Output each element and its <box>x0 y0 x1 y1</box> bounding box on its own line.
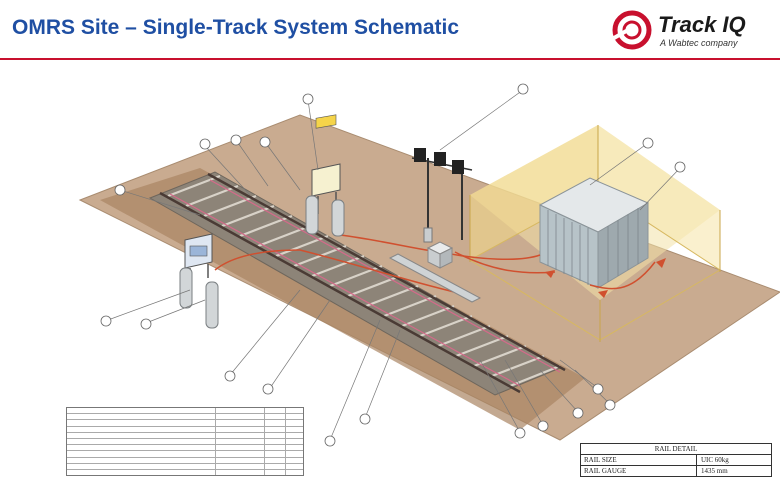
rail-left-sensor-strip <box>169 193 521 387</box>
legend-row <box>67 463 303 470</box>
legend-cell <box>216 438 265 445</box>
legend-cell <box>216 463 265 469</box>
legend-row <box>67 426 303 433</box>
logo-mark-icon <box>612 10 652 50</box>
rail-detail-row: RAIL GAUGE 1435 mm <box>581 466 771 476</box>
cable-trough <box>388 253 482 303</box>
legend-row <box>67 469 303 476</box>
gas-cylinders-right <box>305 195 345 237</box>
legend-cell <box>67 408 216 414</box>
legend-cell <box>265 469 286 476</box>
legend-cell <box>286 420 303 425</box>
warning-markers <box>545 258 666 298</box>
legend-row <box>67 420 303 427</box>
legend-cell <box>286 445 303 450</box>
legend-cell <box>67 451 216 457</box>
component-legend-table <box>66 407 304 477</box>
legend-cell <box>216 457 265 463</box>
rail-size-value: UIC 60kg <box>701 456 729 464</box>
legend-cell <box>67 469 216 476</box>
legend-cell <box>216 432 265 438</box>
junction-box <box>426 241 454 269</box>
site-schematic <box>78 83 780 447</box>
rail-gauge-value: 1435 mm <box>701 467 728 475</box>
rail-detail-table: RAIL DETAIL RAIL SIZE UIC 60kg RAIL GAUG… <box>580 443 772 477</box>
legend-cell <box>67 438 216 445</box>
legend-cell <box>265 445 286 451</box>
legend-cell <box>216 414 265 420</box>
legend-cell <box>265 457 286 463</box>
legend-cell <box>286 464 303 469</box>
logo-name: Track IQ <box>658 12 746 37</box>
legend-cell <box>286 439 303 444</box>
legend-cell <box>265 408 286 414</box>
track-iq-logo: Track IQ A Wabtec company <box>608 8 768 54</box>
legend-cell <box>286 451 303 456</box>
legend-cell <box>216 408 265 414</box>
legend-cell <box>67 432 216 438</box>
legend-cell <box>265 426 286 432</box>
rail-right <box>207 172 566 372</box>
rail-detail-header: RAIL DETAIL <box>581 444 771 455</box>
legend-cell <box>67 426 216 432</box>
legend-cell <box>216 469 265 476</box>
legend-cell <box>265 438 286 445</box>
legend-cell <box>286 458 303 463</box>
legend-cell <box>216 426 265 432</box>
legend-cell <box>265 432 286 438</box>
legend-row <box>67 408 303 415</box>
legend-row <box>67 457 303 464</box>
callout-leaders <box>107 89 681 441</box>
track-sleepers <box>167 174 561 388</box>
legend-cell <box>216 445 265 451</box>
legend-cell <box>67 420 216 426</box>
legend-cell <box>286 433 303 438</box>
legend-row <box>67 414 303 421</box>
header-divider <box>0 58 780 60</box>
legend-cell <box>67 445 216 451</box>
display-board-1 <box>311 114 341 214</box>
rail-gauge-label: RAIL GAUGE <box>581 466 697 476</box>
logo-tagline: A Wabtec company <box>660 38 738 48</box>
equipment-shelter <box>538 177 650 289</box>
legend-cell <box>265 463 286 469</box>
callout-balloons <box>100 83 686 447</box>
legend-cell <box>265 414 286 420</box>
legend-cell <box>216 420 265 426</box>
rail-right-sensor-strip <box>209 179 561 373</box>
legend-cell <box>286 427 303 432</box>
rail-left <box>159 191 521 394</box>
legend-row <box>67 438 303 446</box>
legend-row <box>67 445 303 452</box>
camera-mast <box>411 148 473 243</box>
legend-cell <box>67 414 216 420</box>
rail-detail-row: RAIL SIZE UIC 60kg <box>581 455 771 466</box>
legend-cell <box>265 451 286 457</box>
legend-cell <box>67 457 216 463</box>
page-title: OMRS Site – Single-Track System Schemati… <box>12 16 460 39</box>
legend-cell <box>265 420 286 426</box>
rail-size-label: RAIL SIZE <box>581 455 697 465</box>
legend-cell <box>67 463 216 469</box>
legend-cell <box>286 414 303 419</box>
legend-row <box>67 432 303 439</box>
legend-cell <box>286 408 303 413</box>
gas-cylinders-left <box>179 267 219 329</box>
legend-cell <box>216 451 265 457</box>
legend-cell <box>286 470 303 475</box>
legend-row <box>67 451 303 458</box>
